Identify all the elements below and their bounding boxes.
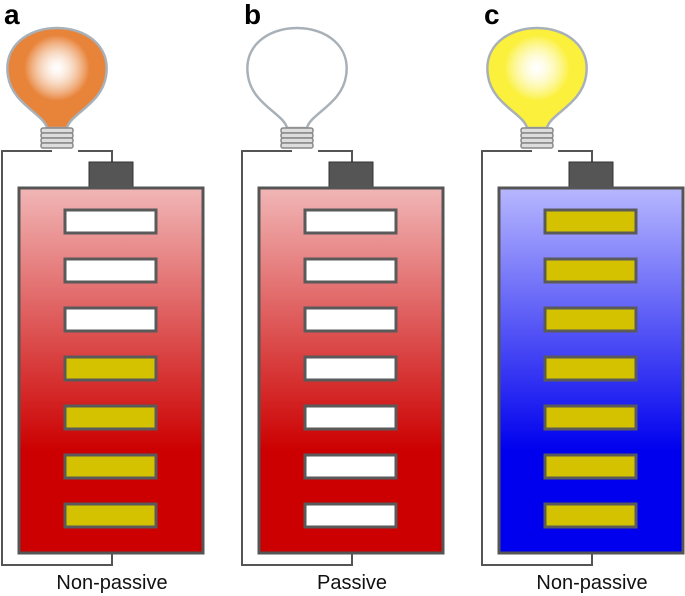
panel-c: c Non-passive [481, 0, 685, 594]
wire-left [1, 150, 113, 566]
bulb [246, 26, 348, 149]
charged-cell [543, 502, 638, 529]
panel-b: b Passive [241, 0, 445, 594]
wire-left [481, 150, 593, 566]
bulb-base-ring [280, 142, 314, 149]
empty-cell [303, 355, 398, 382]
wire-right [318, 150, 353, 162]
wire-left [241, 150, 353, 566]
charged-cell [543, 404, 638, 431]
circuit-wire [241, 150, 353, 566]
charged-cell [63, 502, 158, 529]
bulb [6, 26, 108, 149]
circuit-wire [481, 150, 593, 566]
empty-cell [63, 257, 158, 284]
charged-cell [63, 355, 158, 382]
empty-cell [63, 306, 158, 333]
panel-letter: c [484, 0, 500, 30]
empty-cell [303, 453, 398, 480]
charged-cell [543, 257, 638, 284]
empty-cell [63, 208, 158, 235]
battery [257, 161, 445, 555]
panel-letter: a [4, 0, 20, 30]
empty-cell [303, 404, 398, 431]
battery [497, 161, 685, 555]
wire-right [558, 150, 593, 162]
bulb [486, 26, 588, 149]
empty-cell [303, 306, 398, 333]
charged-cell [543, 208, 638, 235]
panel-caption: Non-passive [56, 572, 167, 594]
charged-cell [543, 453, 638, 480]
empty-cell [303, 257, 398, 284]
bulb-base-ring [520, 142, 554, 149]
bulb-glass [486, 26, 588, 130]
battery [17, 161, 205, 555]
bulb-glass [6, 26, 108, 130]
panel-a: a Non-passive [1, 0, 205, 594]
battery-terminal [88, 161, 134, 189]
battery-terminal [568, 161, 614, 189]
charged-cell [543, 306, 638, 333]
charged-cell [63, 404, 158, 431]
panel-caption: Passive [317, 572, 387, 594]
bulb-base-ring [40, 142, 74, 149]
charged-cell [63, 453, 158, 480]
wire-right [78, 150, 113, 162]
empty-cell [303, 502, 398, 529]
panel-letter: b [244, 0, 261, 30]
battery-terminal [328, 161, 374, 189]
battery-body [257, 186, 445, 555]
charged-cell [543, 355, 638, 382]
panel-caption: Non-passive [536, 572, 647, 594]
circuit-wire [1, 150, 113, 566]
bulb-glass [246, 26, 348, 130]
empty-cell [303, 208, 398, 235]
